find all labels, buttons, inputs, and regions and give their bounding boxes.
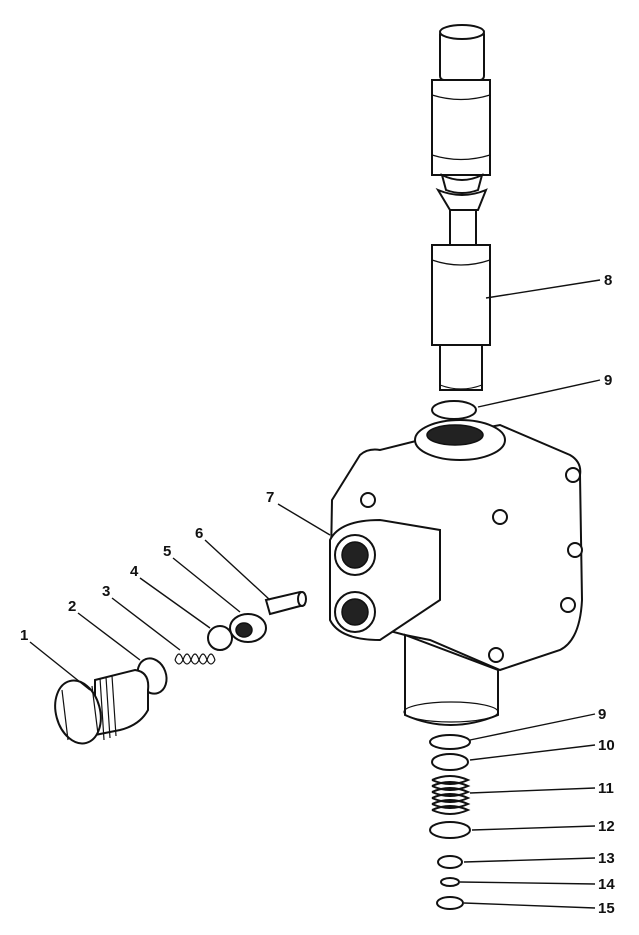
snap-ring-part-15	[436, 896, 464, 910]
o-ring-9-bottom	[429, 734, 471, 750]
callout-1: 1	[20, 627, 28, 644]
callout-10: 10	[598, 737, 615, 754]
callout-4: 4	[130, 563, 139, 580]
washer-part-10	[431, 753, 469, 771]
stem-part-6	[264, 590, 307, 616]
callout-12: 12	[598, 818, 615, 835]
valve-body-part-7	[328, 419, 584, 726]
callout-9-bottom: 9	[598, 706, 606, 723]
washer-part-12	[429, 821, 471, 839]
plug-part-1	[54, 668, 150, 745]
o-ring-9-top	[431, 400, 477, 420]
callout-5: 5	[163, 543, 171, 560]
callout-6: 6	[195, 525, 203, 542]
callout-8: 8	[604, 272, 612, 289]
callout-3: 3	[102, 583, 110, 600]
callout-labels: 1 2 3 4 5 6 7 8 9 9 10 11 12 13 14 15	[20, 272, 615, 917]
bottom-stack	[429, 734, 471, 910]
callout-2: 2	[68, 598, 76, 615]
callout-11: 11	[598, 780, 614, 797]
spring-part-3	[174, 653, 216, 665]
callout-14: 14	[598, 876, 615, 893]
seat-part-5	[229, 613, 267, 643]
leader-lines	[29, 279, 601, 909]
washer-part-13	[437, 855, 463, 869]
callout-13: 13	[598, 850, 615, 867]
spool-part-8	[431, 24, 491, 391]
callout-9-top: 9	[604, 372, 612, 389]
callout-7: 7	[266, 489, 274, 506]
ball-part-4	[207, 625, 233, 651]
ring-part-14	[440, 877, 460, 887]
spring-part-11	[431, 775, 471, 815]
callout-15: 15	[598, 900, 615, 917]
